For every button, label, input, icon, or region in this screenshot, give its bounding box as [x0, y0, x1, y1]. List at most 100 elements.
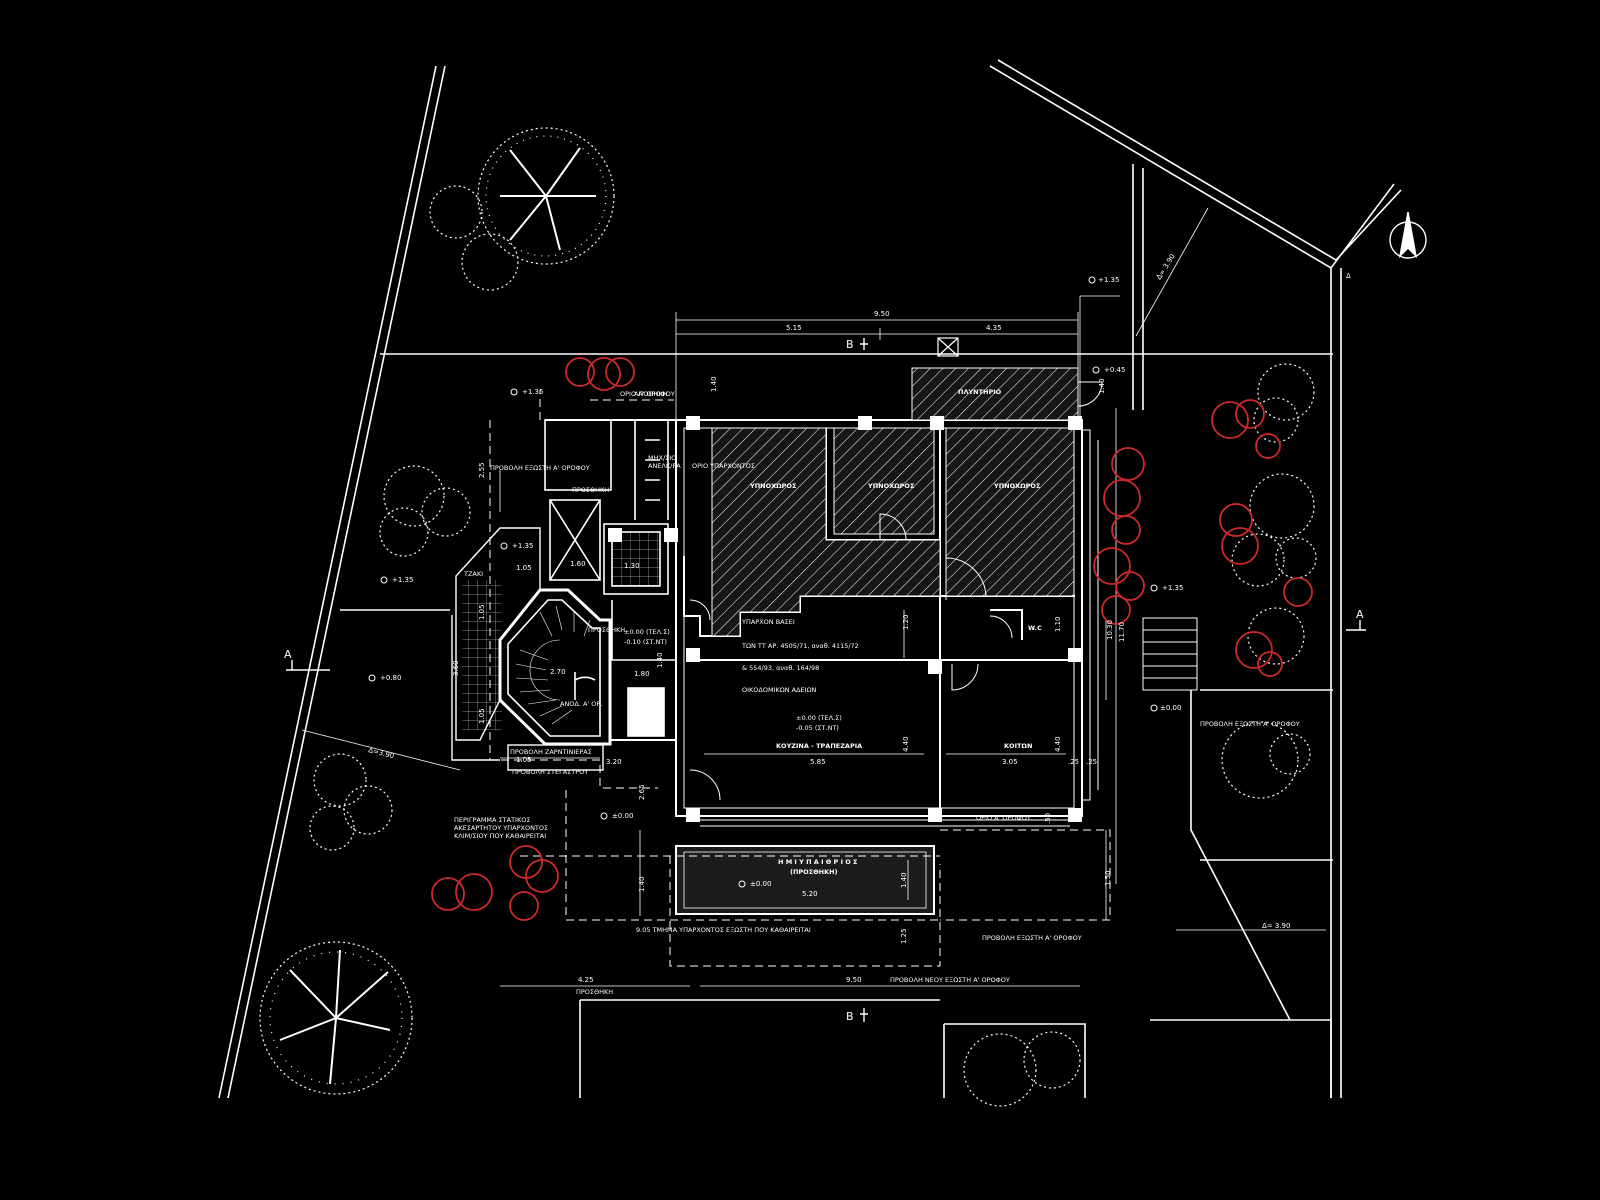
level-markers: [368, 276, 1158, 888]
dim-top-total: 9.50: [874, 310, 890, 318]
note-kitchen-level-2: -0.05 (ΣΤ.ΝΤ): [796, 724, 839, 732]
veranda: [675, 845, 935, 915]
note-proj-exoste-right: ΠΡΟΒΟΛΗ ΕΞΩΣΤΗ Α' ΟΡΟΦΟΥ: [1200, 720, 1300, 728]
dim-1-30: 1.30: [624, 562, 640, 570]
note-stair-up: ΑΝΟΔ. Α' ΟΡ.: [560, 700, 602, 708]
note-outline-3: ΚΛΙΜ/ΣΙΟΥ ΠΟΥ ΚΑΘΑΙΡΕΙΤΑΙ: [454, 832, 546, 840]
dim-10-30: 10.30: [1106, 620, 1114, 640]
dim-1-40-mid: 1.40: [656, 652, 664, 668]
dim-1-05-c: 1.05: [478, 604, 486, 620]
dim-2-55: 2.55: [478, 462, 486, 478]
note-addition-b: ΠΡΟΣΘΗΚΗ: [572, 486, 609, 494]
dim-delta-corner: Δ: [1346, 272, 1351, 280]
north-arrow-icon: [1389, 211, 1427, 259]
dim-1-40-low: 1.40: [638, 876, 646, 892]
note-outline-1: ΠΕΡΙΓΡΑΜΜΑ ΣΤΑΤΙΚΟΣ: [454, 816, 530, 824]
note-proj-exoste-left: ΠΡΟΒΟΛΗ ΕΞΩΣΤΗ Α' ΟΡΟΦΟΥ: [490, 464, 590, 472]
stair-treads: [515, 605, 591, 725]
dim-1-10: 1.10: [1054, 616, 1062, 632]
dim-1-60: 1.60: [570, 560, 586, 568]
note-fireplace: ΤΖΑΚΙ: [463, 570, 483, 578]
site-boundary: [218, 59, 1402, 1099]
tree-branches: [279, 147, 596, 1085]
dim-1-05-a: 1.05: [516, 756, 532, 764]
room-wc: W.C: [1028, 624, 1042, 632]
doors: [689, 381, 1103, 801]
note-roof-limit-b: ΟΡΙΟ Α' ΟΡΟΦΟΥ: [976, 814, 1031, 822]
dim-delta-right: Δ= 3.90: [1262, 922, 1290, 930]
note-proj-exoste-bottom: ΠΡΟΒΟΛΗ ΕΞΩΣΤΗ Α' ΟΡΟΦΟΥ: [982, 934, 1082, 942]
dim-bottom-left: 4.25: [578, 976, 594, 984]
level-080: +0.80: [380, 674, 401, 682]
dim-1-25: 1.25: [900, 928, 908, 944]
section-markers: [286, 338, 1366, 1022]
note-existing-1: ΥΠΑΡΧΟΝ ΒΑΣΕΙ: [741, 618, 795, 626]
note-existing-3: & 554/93, αναθ. 164/98: [742, 664, 819, 672]
note-existing-4: ΟΙΚΟΔΟΜΙΚΩΝ ΑΔΕΙΩΝ: [742, 686, 817, 694]
dim-2-65: 2.65: [638, 784, 646, 800]
dim-25-b: .25: [1086, 758, 1097, 766]
note-roof-limit-a: ΟΡΙΟ Α' ΟΡΟΦΟΥ: [620, 390, 675, 398]
dim-2-70: 2.70: [550, 668, 566, 676]
dim-3-05: 3.05: [1002, 758, 1018, 766]
note-wardrobe-2: ΑΝΕΛΚ/ΡΑ: [648, 462, 681, 470]
dim-1-50: 1.50: [1104, 870, 1112, 886]
note-demolish: 9.05 ΤΜΗΜΑ ΥΠΑΡΧΟΝΤΟΣ ΕΞΩΣΤΗ ΠΟΥ ΚΑΘΑΙΡΕ…: [636, 926, 811, 934]
note-proj-jardiniera: ΠΡΟΒΟΛΗ ΖΑΡΝΤΙΝΙΕΡΑΣ: [510, 748, 592, 756]
dim-delta-left: Δ=3.90: [368, 746, 395, 760]
level-000-left: ±0.00: [612, 812, 633, 820]
dim-bottom-total: 9.50: [846, 976, 862, 984]
dim-1-40-right: 1.40: [1098, 378, 1106, 394]
note-stair-level-1: ±0.00 (ΤΕΛ.Σ): [624, 628, 670, 636]
dim-1-40-veranda: 1.40: [900, 872, 908, 888]
room-bedroom-2: ΥΠΝΟΧΩΡΟΣ: [867, 482, 914, 490]
level-000-right: ±0.00: [1160, 704, 1181, 712]
note-limit-existing: ΟΡΙΟ ΥΠΑΡΧΟΝΤΟΣ: [692, 462, 755, 470]
dim-5-20: 5.20: [802, 890, 818, 898]
windows: [700, 429, 1099, 827]
dim-delta-top: Δ= 3.90: [1155, 253, 1177, 281]
dim-4-40-a: 4.40: [902, 736, 910, 752]
dim-top-right: 4.35: [986, 324, 1002, 332]
note-outline-2: ΑΚΕΣΑΡΤΗΤΟΥ ΥΠΑΡΧΟΝΤΟΣ: [454, 824, 548, 832]
section-mark-b-bottom: B: [846, 1010, 854, 1023]
dim-1-80: 1.80: [634, 670, 650, 678]
dim-3-20: 3.20: [606, 758, 622, 766]
level-135-left2: +1.35: [392, 576, 413, 584]
section-mark-a-right: A: [1356, 608, 1364, 621]
dim-top-left: 5.15: [786, 324, 802, 332]
section-mark-b-top: B: [846, 338, 854, 351]
dim-1-05-b: 1.05: [516, 564, 532, 572]
level-000-veranda: ±0.00: [750, 880, 771, 888]
note-proj-stegastrou: ΠΡΟΒΟΛΗ ΣΤΕΓΑΣΤΡΟΥ: [512, 768, 588, 776]
dim-1-40-top: 1.40: [710, 376, 718, 392]
dim-1-05-d: 1.05: [478, 708, 486, 724]
note-addition-c: ΠΡΟΣΘΗΚΗ: [588, 626, 625, 634]
note-existing-2: ΤΩΝ ΤΤ ΑΡ. 4505/71, αναθ. 4115/72: [741, 642, 859, 650]
room-bedroom-1: ΥΠΝΟΧΩΡΟΣ: [749, 482, 796, 490]
note-stair-level-2: -0.10 (ΣΤ.ΝΤ): [624, 638, 667, 646]
room-kitchen: ΚΟΥΖΙΝΑ - ΤΡΑΠΕΖΑΡΙΑ: [776, 742, 862, 750]
dim-25-a: .25: [1068, 758, 1079, 766]
chimney: [937, 337, 959, 357]
level-135-porch: +1.35: [512, 542, 533, 550]
note-addition-a: ΠΡΟΣΘΗΚΗ: [576, 988, 613, 996]
removed-trees: [431, 357, 1313, 921]
dim-11-70: 11.70: [1118, 622, 1126, 642]
room-veranda-1: Η Μ Ι Υ Π Α Ι Θ Ρ Ι Ο Σ: [778, 858, 858, 866]
room-living: ΚΟΙΤΩΝ: [1004, 742, 1032, 750]
dim-4-40-b: 4.40: [1054, 736, 1062, 752]
dim-3-60: 3.60: [452, 660, 460, 676]
room-laundry: ΠΛΥΝΤΗΡΙΟ: [958, 388, 1002, 396]
note-proj-new-exoste: ΠΡΟΒΟΛΗ ΝΕΟΥ ΕΞΩΣΤΗ Α' ΟΡΟΦΟΥ: [890, 976, 1010, 984]
dim-5-85: 5.85: [810, 758, 826, 766]
dim-1-20: 1.20: [902, 614, 910, 630]
section-mark-a-left: A: [284, 648, 292, 661]
dashed-projections: [489, 390, 1111, 967]
dimension-lines: [301, 207, 1326, 987]
existing-hatched-rooms: [711, 367, 1079, 637]
level-135-left: +1.35: [522, 388, 543, 396]
note-kitchen-level-1: ±0.00 (ΤΕΛ.Σ): [796, 714, 842, 722]
note-wardrobe-1: ΜΗΧ/ΣΙΟ: [648, 454, 676, 462]
